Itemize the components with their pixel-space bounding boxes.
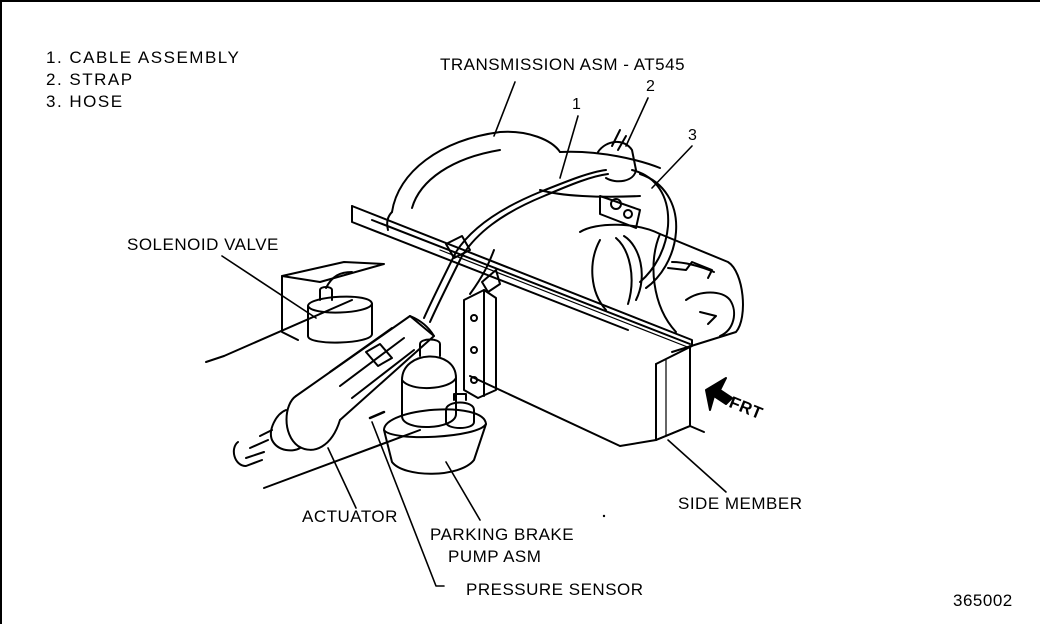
legend-item-hose: 3. HOSE (46, 92, 124, 111)
callout-3: 3 (688, 127, 698, 144)
label-pump-line-2: PUMP ASM (448, 547, 542, 566)
leader-lines (221, 81, 727, 587)
label-transmission: TRANSMISSION ASM - AT545 (440, 55, 686, 74)
side-member-rail (205, 205, 705, 489)
figure-number: 365002 (953, 591, 1013, 610)
label-solenoid-valve: SOLENOID VALVE (127, 235, 279, 254)
label-pressure-sensor: PRESSURE SENSOR (466, 580, 644, 599)
strap-and-hose (597, 129, 715, 305)
legend-item-strap: 2. STRAP (46, 70, 134, 89)
parking-brake-pump (368, 338, 487, 475)
front-arrow-icon (705, 377, 733, 411)
label-side-member: SIDE MEMBER (678, 494, 803, 513)
label-actuator: ACTUATOR (302, 507, 398, 526)
legend-item-cable-assembly: 1. CABLE ASSEMBLY (46, 48, 241, 67)
actuator (232, 315, 435, 467)
transmission-housing (386, 130, 744, 353)
callout-1: 1 (572, 96, 582, 113)
mounting-bracket (281, 261, 497, 399)
solenoid-valve (307, 271, 373, 344)
label-pump-line-1: PARKING BRAKE (430, 525, 575, 544)
callout-2: 2 (646, 78, 656, 95)
cable-assembly (423, 169, 609, 323)
